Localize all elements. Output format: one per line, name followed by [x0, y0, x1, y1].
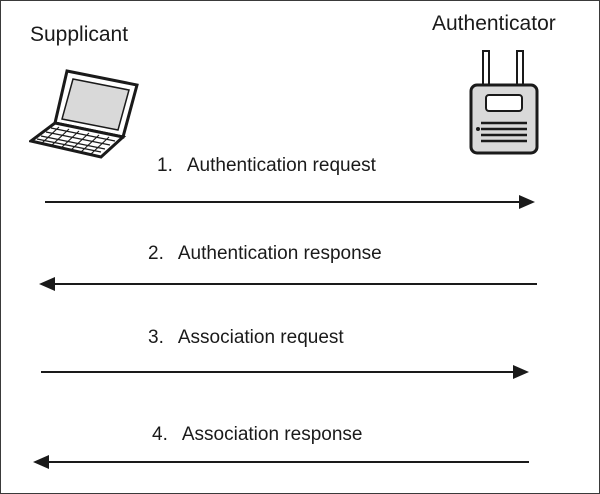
step-number: 1.: [157, 155, 173, 176]
step-number: 4.: [152, 424, 168, 445]
arrow-step-2: [39, 277, 537, 291]
step-text: Association response: [181, 424, 363, 445]
arrow-step-1: [45, 195, 535, 209]
step-text: Authentication request: [186, 155, 376, 176]
step-number: 2.: [148, 243, 164, 264]
step-1-label: 1. Authentication request: [157, 155, 376, 177]
arrow-step-3: [41, 365, 529, 379]
laptop-icon: [29, 69, 139, 159]
step-2-label: 2. Authentication response: [148, 243, 382, 265]
supplicant-label: Supplicant: [30, 23, 129, 46]
arrow-step-4: [33, 455, 529, 469]
step-number: 3.: [148, 327, 164, 348]
step-text: Association request: [177, 327, 344, 348]
step-text: Authentication response: [177, 243, 382, 264]
step-4-label: 4. Association response: [152, 424, 362, 446]
authenticator-label: Authenticator: [432, 12, 556, 35]
wireless-access-point-icon: [469, 50, 539, 155]
step-3-label: 3. Association request: [148, 327, 344, 349]
